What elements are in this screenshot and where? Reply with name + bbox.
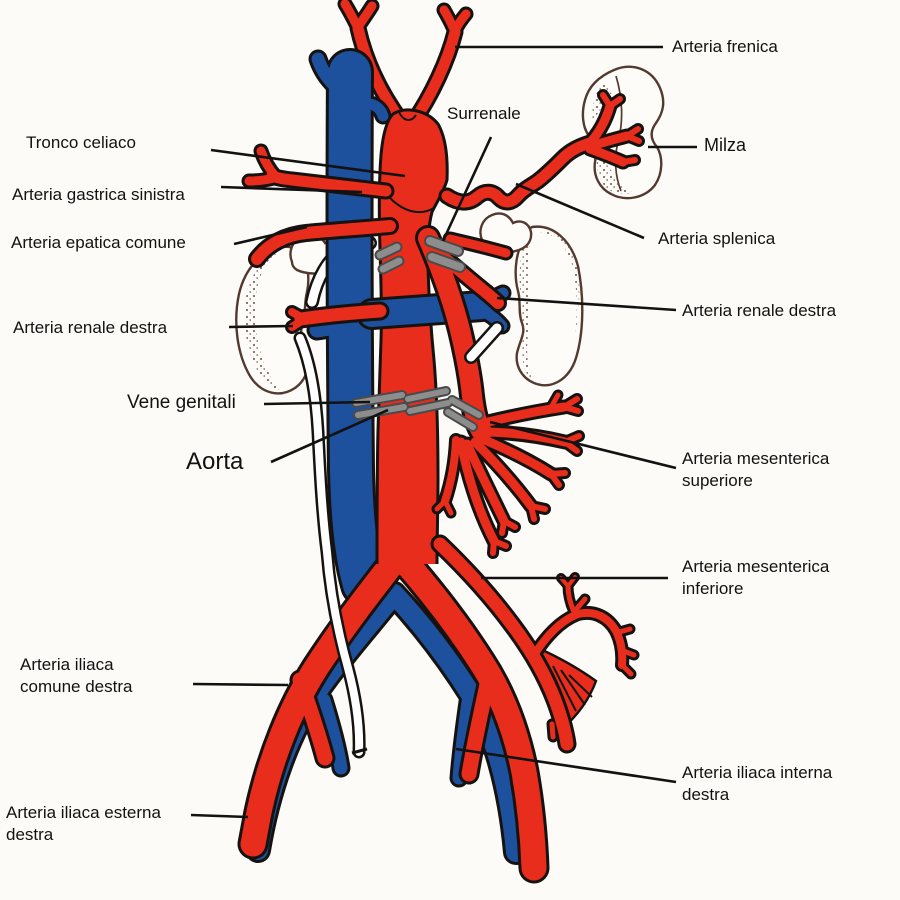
- left-internal-iliac-artery: [292, 672, 333, 766]
- left-gastric-tip-b: [244, 173, 279, 186]
- inferior-mesenteric-artery: [433, 537, 574, 751]
- aorta-outline: [375, 108, 449, 565]
- splenic-artery: [441, 137, 596, 208]
- sma-branch-4: [470, 437, 536, 511]
- left-kidney-stipple: [244, 252, 280, 390]
- suprarenal-stub-right-2: [428, 253, 464, 271]
- left-common-iliac-artery: [240, 543, 411, 857]
- sma-branch-2: [477, 427, 570, 447]
- phrenic-left-tip-b: [353, 1, 377, 32]
- left-renal-artery-tip-b: [288, 316, 307, 331]
- sma-branch-6: [456, 437, 499, 546]
- leader-tronco-celiaco: [210, 148, 406, 178]
- sma-branch-3: [475, 433, 556, 479]
- cava-right-stub: [362, 98, 389, 122]
- vena-cava: [328, 51, 385, 605]
- splenic-branch-3a: [620, 157, 638, 165]
- sma-branch-2b: [562, 439, 580, 454]
- right-common-iliac-artery: [389, 545, 547, 881]
- sma-branch-7b: [434, 498, 448, 512]
- ima-arch-twig-2: [571, 596, 588, 615]
- leader-arteria-renale-destra-right: [496, 296, 677, 312]
- sma-branch-6b: [490, 538, 497, 556]
- sma-branch-5b: [499, 518, 507, 536]
- sma-branch-3b: [548, 471, 562, 488]
- splenic-branch-2b: [624, 133, 642, 144]
- ima-arch-twig-7: [619, 662, 634, 677]
- leader-arteria-iliaca-esterna-destra: [190, 813, 249, 819]
- fan-tip-2: [549, 721, 556, 740]
- ima-arch: [532, 609, 627, 669]
- ima-arch-twig-5: [613, 626, 633, 636]
- leader-surrenale: [441, 136, 493, 242]
- splenic-branch-3: [585, 144, 628, 167]
- ima-arch-twig-6: [618, 647, 637, 658]
- leader-arteria-splenica: [515, 182, 645, 240]
- right-kidney-shape: [514, 225, 584, 387]
- common-hepatic-artery: [251, 220, 396, 265]
- left-internal-iliac-vein: [317, 693, 348, 775]
- sma-branch-1b: [561, 404, 581, 414]
- sma-branch-5: [462, 439, 509, 526]
- cut-marks: [351, 747, 368, 755]
- splenic-branch-1: [584, 101, 615, 149]
- genital-vein-slash-4: [407, 400, 451, 414]
- genital-vein-slash-3: [405, 388, 449, 402]
- left-renal-artery: [294, 304, 387, 326]
- genital-vein-slash-6: [445, 409, 476, 430]
- leader-arteria-iliaca-interna-destra: [455, 747, 677, 784]
- leader-arteria-renale-destra-left: [228, 324, 294, 329]
- celiac-contour: [389, 197, 435, 214]
- right-internal-iliac-artery: [461, 672, 496, 782]
- genital-vein-slash-2: [355, 404, 407, 418]
- aorta-top-notch: [398, 111, 417, 121]
- ureter-cut-mark: [351, 747, 368, 755]
- genital-vein-slash-5: [449, 397, 482, 418]
- leader-aorta: [270, 408, 389, 464]
- suprarenal-stub-right-1: [426, 237, 462, 255]
- sma-branch-4b: [528, 503, 537, 522]
- leader-arteria-epatica-comune: [233, 225, 308, 246]
- suprarenal-stub-left-1: [376, 243, 401, 259]
- leader-arteria-mesenterica-superiore: [489, 420, 677, 470]
- leader-arteria-iliaca-comune-destra: [192, 682, 289, 687]
- leader-arteria-gastrica-sinistra: [220, 185, 363, 194]
- right-common-iliac-vein: [384, 584, 526, 862]
- fan-tip-1: [557, 724, 570, 743]
- leader-vene-genitali: [263, 400, 371, 406]
- right-ureter-stub: [466, 323, 502, 362]
- splenic-branch-1b: [607, 96, 623, 109]
- suprarenal-stub-left-2: [379, 257, 403, 273]
- phrenic-right-tip-b: [450, 9, 471, 36]
- sma-branch-1: [475, 402, 569, 429]
- leader-lines: [190, 45, 697, 819]
- left-renal-vein-stub: [309, 320, 338, 338]
- sma-branch-1c: [547, 392, 561, 412]
- sma-branch-7: [441, 436, 460, 505]
- right-suprarenal-branch: [445, 234, 511, 258]
- spleen-stipple: [591, 82, 633, 194]
